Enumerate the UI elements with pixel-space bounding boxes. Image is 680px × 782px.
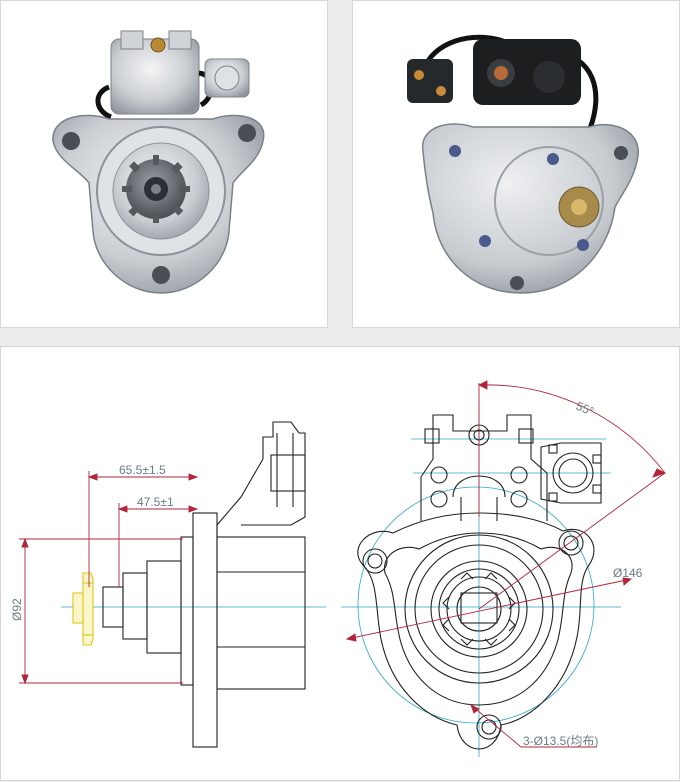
mount-hole-bottom xyxy=(476,714,502,740)
front-view xyxy=(341,403,621,757)
starter-rear-image xyxy=(407,34,639,294)
bolt-circle xyxy=(357,486,595,724)
technical-drawing: 65.5±1.5 47.5±1 Ø92 xyxy=(10,380,667,757)
side-flange xyxy=(192,512,218,748)
front-dimensions xyxy=(345,380,667,748)
dim-holes: 3-Ø13.5(均布) xyxy=(523,734,598,748)
front-flange-outline xyxy=(357,512,595,750)
dim-inner-length: 47.5±1 xyxy=(137,495,174,509)
pinion-gear xyxy=(122,155,190,223)
relay-outline xyxy=(540,442,602,504)
motor-body xyxy=(216,536,306,690)
mount-hole-right xyxy=(558,530,584,556)
dim-diameter: Ø92 xyxy=(10,598,24,621)
pinion-front xyxy=(442,572,516,646)
technical-drawing-panel: 65.5±1.5 47.5±1 Ø92 xyxy=(0,346,680,781)
dim-bolt-circle: Ø146 xyxy=(613,566,643,580)
mount-hole-left xyxy=(362,548,388,574)
side-view xyxy=(61,421,326,748)
starter-motor-front-photo xyxy=(0,0,328,328)
side-dimensions xyxy=(19,471,199,685)
angle-arc xyxy=(478,384,666,474)
relay xyxy=(407,59,453,103)
dim-angle: 55° xyxy=(574,399,596,419)
pinion-side xyxy=(82,572,94,646)
starter-front-image xyxy=(52,30,265,294)
dim-overall-length: 65.5±1.5 xyxy=(119,463,166,477)
starter-motor-rear-photo xyxy=(352,0,680,328)
